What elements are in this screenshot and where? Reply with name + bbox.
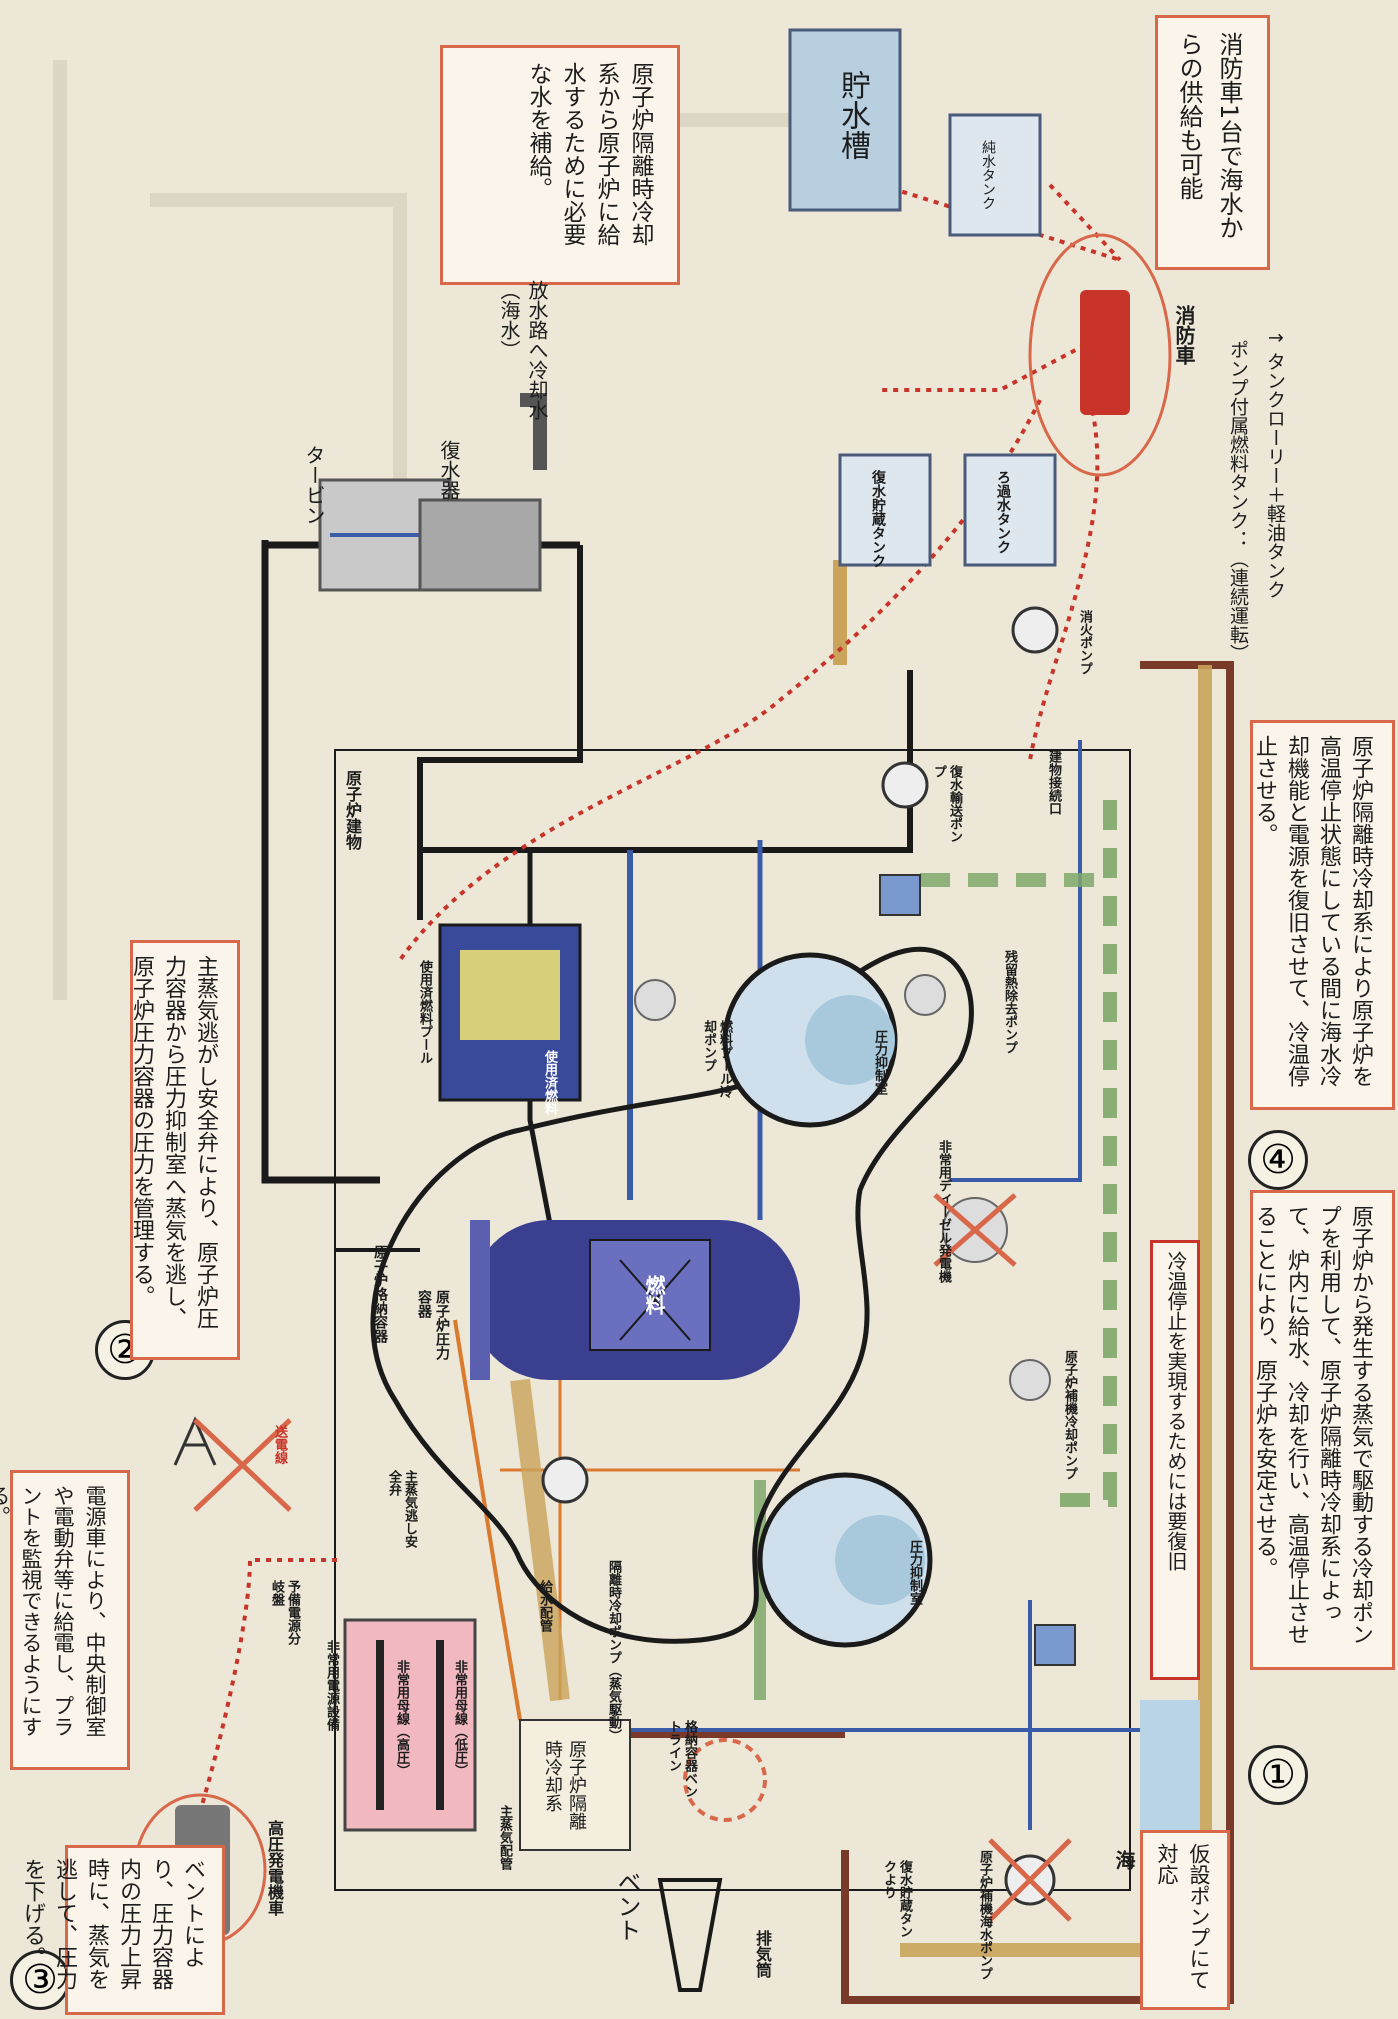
srv-label: 主蒸気逃し安全弁 [385, 1470, 417, 1560]
temp-pump-note: 仮設ポンプにて対応 [1140, 1830, 1230, 2010]
callout-cold-shutdown: 原子炉隔離時冷却系により原子炉を高温停止状態にしている間に海水冷却機能と電源を復… [1250, 720, 1395, 1110]
transfer-line [420, 670, 910, 860]
spent-fuel-rack [460, 950, 560, 1040]
condensate-transfer-pump [883, 763, 927, 807]
stack-label: 排気筒 [750, 1930, 774, 1978]
condenser-label: 復水器 [435, 440, 464, 500]
fire-pump-label: 消火ポンプ [1075, 610, 1094, 675]
rcic-pump-label: 隔離時冷却ポンプ（蒸気駆動） [605, 1560, 621, 1760]
step-4-number: ④ [1248, 1130, 1308, 1190]
fuel-tank-note-2: ↑ タンクローリー＋軽油タンク [1262, 330, 1289, 599]
seawater-pump-label: 原子炉補機海水ポンプ [975, 1850, 994, 1980]
callout-srv: 主蒸気逃がし安全弁により、原子炉圧力容器から圧力抑制室へ蒸気を逃し、原子炉圧力容… [130, 940, 240, 1360]
sea-label: 海 [1110, 1850, 1139, 1870]
transmission-tower [175, 1420, 215, 1465]
building-connection-label: 建物接続口 [1045, 750, 1061, 820]
fuel-tank-note: ポンプ付属燃料タンク：（連続運転） [1225, 340, 1252, 663]
pressure-vessel-label: 原子炉圧力容器 [415, 1290, 451, 1360]
callout-rcic-cooling: 原子炉から発生する蒸気で駆動する冷却ポンプを利用して、原子炉隔離時冷却系によって… [1250, 1190, 1395, 1670]
condensate-storage-tank-label: 復水貯蔵タンク [868, 470, 888, 568]
discharge-label: 放水路へ冷却水（海水） [495, 280, 551, 420]
condensate-transfer-pump-label: 復水輸送ポンプ [930, 765, 962, 845]
emergency-bus-label: 非常用電源設備 [322, 1640, 341, 1731]
from-condensate-tank-label: 復水貯蔵タンクより [880, 1860, 912, 1950]
feedwater-pipe-label: 給水配管 [535, 1580, 554, 1632]
emergency-bus-low-label: 非常用母線（低圧） [450, 1660, 469, 1777]
filtered-water-tank-label: ろ過水タンク [993, 470, 1013, 554]
heat-exchanger-top [880, 875, 920, 915]
condensate-return [420, 545, 580, 920]
residual-heat-pump-label: 残留熱除去ポンプ [1000, 950, 1019, 1054]
main-steam-pipe-label: 主蒸気配管 [495, 1805, 514, 1870]
reactor-building-label: 原子炉建物 [340, 770, 364, 850]
fire-truck [1080, 290, 1130, 415]
diesel-generator-label: 非常用ディーゼル発電機 [935, 1140, 951, 1290]
red-dotted-supply-3 [880, 345, 1085, 390]
pressure-vessel-flange [470, 1220, 490, 1380]
fuel-pool-cooling-pump [635, 980, 675, 1020]
rhr-cooling-pump [1010, 1360, 1050, 1400]
spent-fuel-label: 使用済燃料 [540, 1050, 559, 1115]
fuel-pool-cooling-pump-label: 燃料プール冷却ポンプ [700, 1020, 732, 1110]
vent-valve-circle [685, 1740, 765, 1820]
vent-label: ベント [610, 1870, 645, 1942]
pure-water-tank-label: 純水タンク [978, 140, 998, 210]
suppression-chamber-top-label: 圧力抑制室 [870, 1030, 889, 1095]
red-dotted-power [190, 1560, 340, 1845]
containment-vent-label: 格納容器ベントライン [665, 1720, 697, 1800]
callout-power-truck: 電源車により、中央制御室や電動弁等に給電し、プラントを監視できるようにする。 [10, 1470, 130, 1770]
cold-shutdown-requirement: 冷温停止を実現するためには要復旧 [1150, 1240, 1200, 1680]
callout-fire-truck-sea: 消防車1台で海水からの供給も可能 [1155, 15, 1270, 270]
emergency-bus-high-label: 非常用母線（高圧） [392, 1660, 411, 1777]
exhaust-stack [660, 1880, 720, 1990]
fire-truck-label: 消防車 [1170, 305, 1199, 365]
condenser [420, 500, 540, 590]
seawater-pump-failed-x [990, 1840, 1070, 1920]
suppression-chamber-bottom-label: 圧力抑制室 [905, 1540, 924, 1605]
turbine-label: タービン [300, 445, 329, 525]
fuel-label: 燃料 [640, 1275, 669, 1315]
transmission-line-label: 送電線 [270, 1425, 289, 1464]
tan-rcic-line [520, 1380, 560, 1700]
hv-generator-label: 高圧発電機車 [262, 1820, 286, 1916]
containment-label: 原子炉格納容器 [370, 1245, 390, 1343]
distribution-panel-label: 予備電源分岐盤 [268, 1580, 300, 1650]
residual-heat-pump [905, 975, 945, 1015]
rhr-heat-exchanger [1035, 1625, 1075, 1665]
rhr-cooling-pump-label: 原子炉補機冷却ポンプ [1060, 1350, 1079, 1480]
water-storage-tank-label: 貯水槽 [830, 70, 874, 160]
main-steam-line [265, 540, 380, 1180]
rcic-system-label: 原子炉隔離時冷却系 [540, 1740, 588, 1840]
fire-pump [1013, 608, 1057, 652]
step-1-number: ① [1248, 1745, 1308, 1805]
callout-rcic-water-supply: 原子炉隔離時冷却系から原子炉に給水するために必要な水を補給。 [440, 45, 680, 285]
callout-vent: ベントにより、圧力容器内の圧力上昇時に、蒸気を逃して、圧力を下げる。 [65, 1845, 225, 2015]
spent-fuel-pool-label: 使用済燃料プール [415, 960, 434, 1064]
rcic-pump [543, 1458, 587, 1502]
